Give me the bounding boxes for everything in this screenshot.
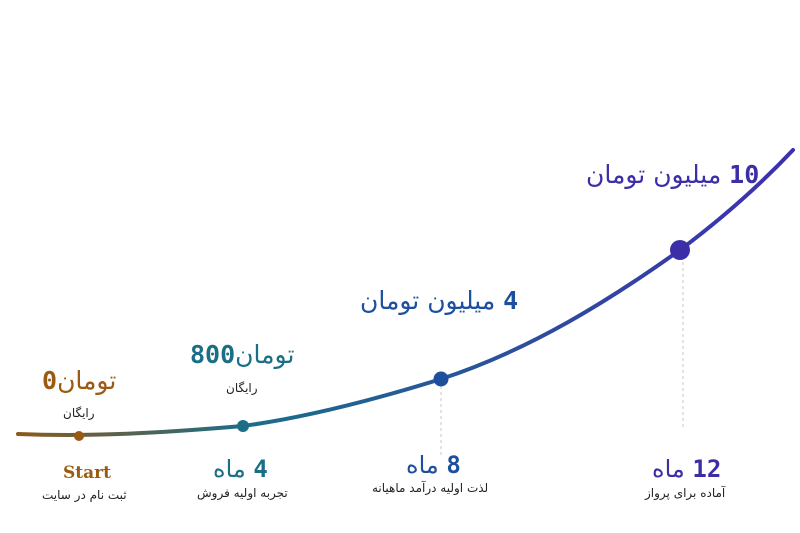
milestone-2-time: 4 ماه [213, 455, 268, 483]
amount-number: 800 [190, 340, 236, 369]
milestone-3-amount: 4 میلیون تومان [360, 286, 518, 315]
milestone-dot-3 [433, 371, 449, 387]
milestone-4-time: 12 ماه [652, 455, 721, 483]
milestone-2-desc: تجربه اولیه فروش [197, 486, 288, 500]
amount-number: 0 [42, 366, 58, 395]
milestone-1-desc: ثبت نام در سایت [42, 488, 127, 502]
amount-number: 10 [729, 160, 760, 189]
time-number: 4 [253, 455, 268, 483]
amount-unit: تومان [235, 340, 295, 369]
milestone-dot-2 [237, 420, 249, 432]
amount-unit: تومان [57, 366, 117, 395]
time-unit: ماه [652, 455, 685, 483]
amount-number: 4 [503, 286, 519, 315]
time-number: 12 [692, 455, 722, 483]
milestone-3-desc: لذت اولیه درآمد ماهیانه [372, 481, 489, 495]
milestone-dot-4 [670, 240, 690, 260]
amount-unit: میلیون تومان [586, 160, 722, 189]
milestone-4-amount: 10 میلیون تومان [586, 160, 759, 189]
time-unit: ماه [406, 451, 439, 479]
milestone-dot-1 [74, 431, 84, 441]
amount-unit: میلیون تومان [360, 286, 496, 315]
milestone-3-time: 8 ماه [406, 451, 461, 479]
milestone-1-time: Start [63, 463, 111, 483]
time-unit: ماه [213, 455, 246, 483]
milestone-2-note: رایگان [226, 381, 258, 395]
milestone-1-note: رایگان [63, 406, 95, 420]
milestone-2-amount: تومان800 [190, 340, 294, 369]
time-number: 8 [446, 451, 461, 479]
milestone-4-desc: آماده برای پرواز [645, 486, 726, 500]
milestone-1-amount: تومان0 [42, 366, 116, 395]
